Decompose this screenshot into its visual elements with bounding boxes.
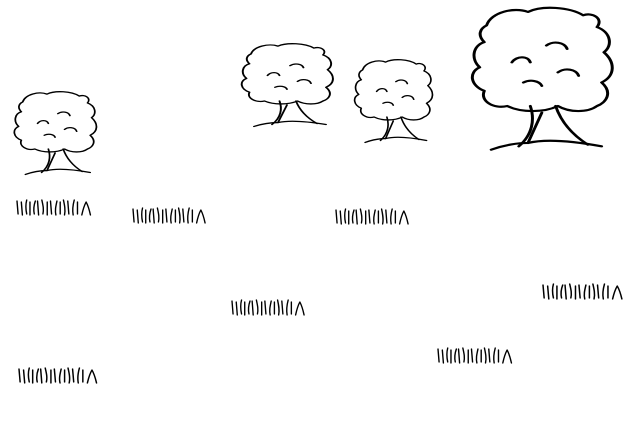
tree-2: [240, 42, 334, 128]
grass-tuft-2: [132, 207, 206, 224]
tree-1: [13, 90, 98, 176]
tree-3: [353, 58, 434, 144]
grass-tuft-6: [437, 347, 513, 364]
grass-tuft-5: [231, 299, 305, 316]
grass-tuft-1: [16, 199, 92, 216]
grass-tuft-3: [335, 208, 409, 225]
grass-tuft-4: [542, 283, 623, 300]
grass-tuft-7: [18, 367, 98, 384]
tree-4: [470, 6, 614, 152]
